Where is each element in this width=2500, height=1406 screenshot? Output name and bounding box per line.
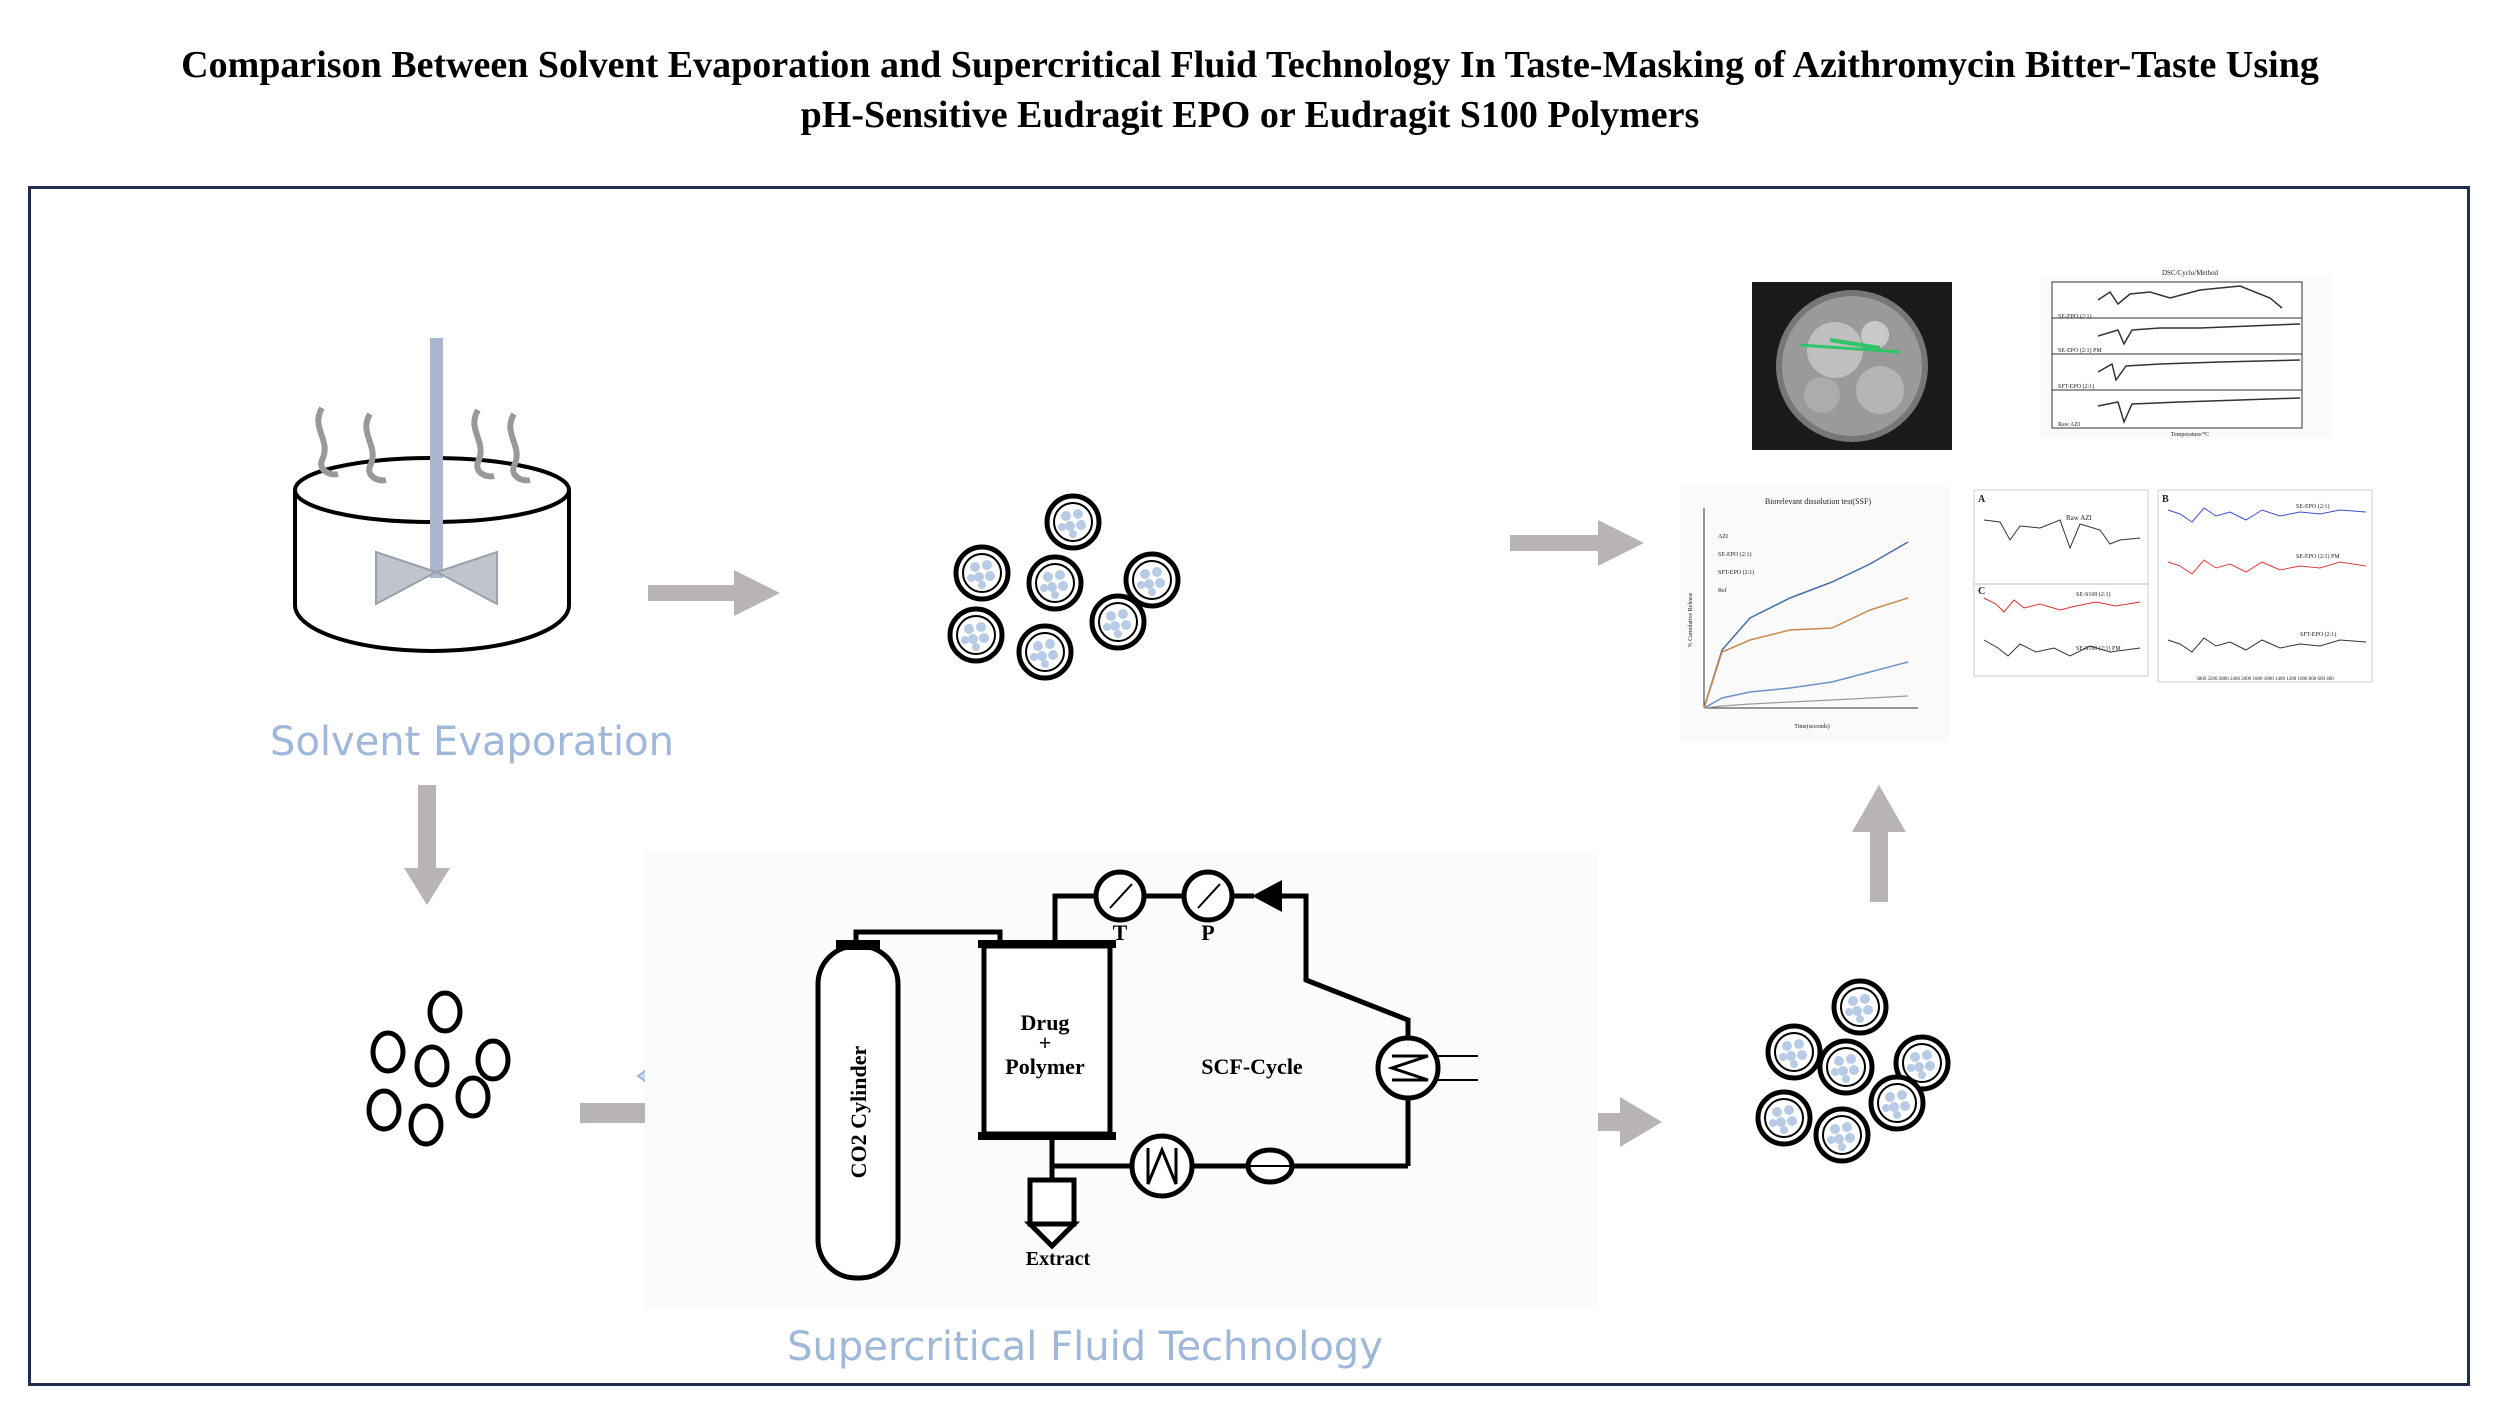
dsc-xlabel: Temperature/°C [2171,431,2209,438]
arrow-beaker-down [404,785,450,905]
temperature-label: T [1113,920,1128,945]
stirrer-blade-left [375,550,439,606]
dsc-trace-4: Raw AZI [2058,422,2080,428]
coated-particles-se [950,496,1178,678]
dsc-trace-3: SFT-EPO (2:1) [2058,383,2094,390]
vessel-polymer-label: Polymer [1005,1054,1085,1079]
dissolution-line-2 [1703,597,1909,709]
ftir-a-trace-2: SE-S100 (2:1) [2076,591,2111,598]
check-valve-icon [1252,880,1282,912]
coated-particles-scf [1758,981,1948,1161]
co2-cylinder-label: CO2 Cylinder [846,1045,871,1178]
dissolution-legend-4: Ref [1718,587,1727,594]
dissolution-line-1 [1703,541,1909,709]
diagram-frame [28,186,2470,1386]
ftir-a-trace-3: SE-S100 (2:1) PM [2076,645,2121,652]
scf-cycle-label: SCF-Cycle [1201,1054,1303,1079]
vessel [981,943,1113,1137]
sem-image [1752,282,1952,450]
dsc-panel: DSC/Cyclo/Method SE-EPO (2:1) SE-EPO (2:… [2040,269,2332,438]
arrow-particles-to-analysis [1510,520,1644,566]
vessel-plus-label: + [1039,1030,1052,1055]
dissolution-line-3 [1703,661,1909,709]
scf-apparatus: CO2 Cylinder Drug + Polymer T P [645,850,1598,1310]
vessel-drug-label: Drug [1021,1010,1070,1035]
extract-label: Extract [1026,1248,1091,1270]
ftir-b-xticks: 3800 3200 2800 2400 2000 1800 1600 1400 … [2196,677,2334,682]
ftir-a-letter: A [1978,494,1986,505]
pressure-label: P [1201,920,1214,945]
cooler-icon [1129,1133,1195,1199]
arrow-beaker-to-particles [648,570,780,616]
uncoated-particles [366,990,511,1147]
supercritical-fluid-label: Supercritical Fluid Technology [787,1324,1383,1370]
ftir-b-trace-2: SE-EPO (2:1) PM [2296,553,2340,560]
ftir-a-trace-1: Raw AZI [2066,514,2093,522]
heat-exchanger-icon [1375,1035,1441,1101]
dissolution-legend-1: AZI [1718,534,1728,540]
beaker-illustration [293,338,571,653]
dissolution-legend-3: SFT-EPO (2:1) [1718,569,1754,576]
stirrer-shaft [430,338,443,578]
dissolution-title: Biorelevant dissolution test(SSF) [1765,497,1872,506]
steam-lines [315,406,531,484]
dissolution-xlabel: Time(seconds) [1794,723,1829,730]
dsc-trace-1: SE-EPO (2:1) [2058,313,2092,320]
dsc-trace-2: SE-EPO (2:1) PM [2058,347,2102,354]
ftir-panel-left: A C Raw AZI SE-S100 (2:1) SE-S100 (2:1) … [1973,489,2149,677]
ftir-panel-right: B SE-EPO (2:1) SE-EPO (2:1) PM SFT-EPO (… [2157,489,2373,683]
ftir-b-letter: B [2162,494,2169,505]
ftir-b-trace-1: SE-EPO (2:1) [2296,503,2330,510]
stirrer-blade-right [434,550,498,606]
dissolution-panel: Biorelevant dissolution test(SSF) % Cumu… [1680,486,1950,742]
ftir-b-trace-3: SFT-EPO (2:1) [2300,631,2336,638]
ftir-c-letter: C [1978,586,1985,597]
solvent-evaporation-label: Solvent Evaporation [270,719,674,765]
dissolution-legend-2: SE-EPO (2:1) [1718,551,1752,558]
title-line-1: Comparison Between Solvent Evaporation a… [181,44,2319,86]
arrow-up-to-analysis [1852,785,1906,902]
figure-title: Comparison Between Solvent Evaporation a… [0,40,2500,140]
dsc-title: DSC/Cyclo/Method [2162,269,2219,277]
dissolution-ylabel: % Cumulative Release [1688,592,1694,647]
dissolution-line-4 [1703,695,1909,709]
extract-vessel [1027,1177,1077,1227]
title-line-2: pH-Sensitive Eudragit EPO or Eudragit S1… [800,94,1700,136]
